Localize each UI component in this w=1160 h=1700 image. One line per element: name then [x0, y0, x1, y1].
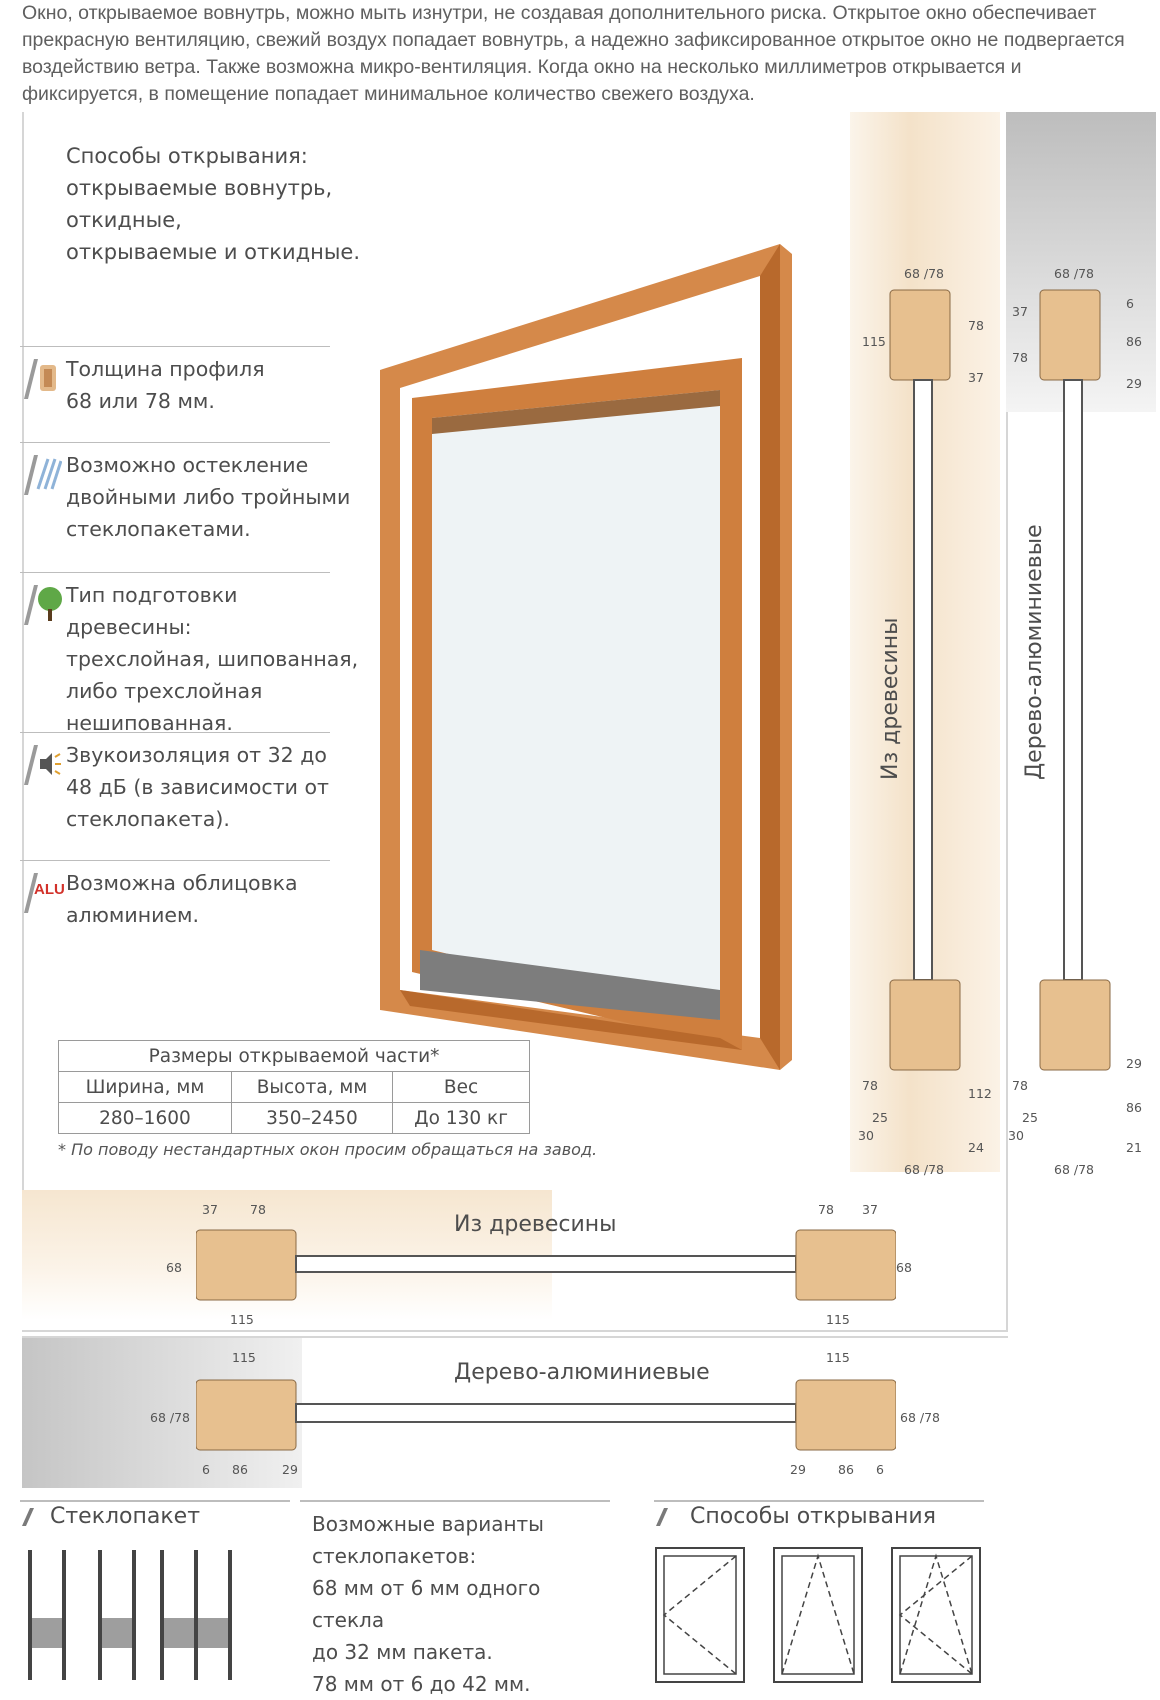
table-header-row: Ширина, мм Высота, мм Вес	[58, 1071, 530, 1103]
dim-label: 78	[1012, 350, 1028, 365]
dim-label: 25	[872, 1110, 888, 1125]
table-caption: Размеры открываемой части*	[58, 1040, 530, 1072]
table-row: 280–1600 350–2450 До 130 кг	[58, 1102, 530, 1134]
table-caption-row: Размеры открываемой части*	[58, 1040, 530, 1072]
feature-glazing: Возможно остекление двойными либо тройны…	[20, 442, 350, 553]
dim-label: 68 /78	[1054, 266, 1094, 281]
dim-label: 68 /78	[1054, 1162, 1094, 1177]
dim-label: 78	[818, 1202, 834, 1217]
glazing-heading: Стеклопакет	[50, 1504, 201, 1529]
divider-line	[22, 1336, 1008, 1338]
footnote: * По поводу нестандартных окон просим об…	[58, 1140, 598, 1159]
dim-label: 86	[232, 1462, 248, 1477]
dim-label: 86	[838, 1462, 854, 1477]
intro-paragraph: Окно, открываемое вовнутрь, можно мыть и…	[22, 2, 1125, 105]
opening-sizes-table: Размеры открываемой части* Ширина, мм Вы…	[58, 1040, 530, 1134]
dim-label: 29	[1126, 376, 1142, 391]
dim-label: 25	[1022, 1110, 1038, 1125]
dim-label: 68 /78	[904, 1162, 944, 1177]
dim-label: 115	[826, 1312, 850, 1327]
dim-label: 78	[862, 1078, 878, 1093]
dim-label: 68	[166, 1260, 182, 1275]
dim-label: 37	[1012, 304, 1028, 319]
feature-wood-type: Тип подготовки древесины: трехслойная, ш…	[20, 572, 358, 735]
horizontal-profile-wood-alu	[196, 1379, 896, 1451]
glazing-diagrams	[28, 1550, 232, 1680]
dim-label: 112	[968, 1086, 992, 1101]
frame-right-line	[1006, 112, 1008, 1332]
opening-methods-heading: Способы открывания	[690, 1504, 936, 1529]
dim-label: 6	[1126, 296, 1134, 311]
dim-label: 6	[202, 1462, 210, 1477]
table-header: Ширина, мм	[58, 1071, 232, 1103]
bottom-separator-mid	[300, 1500, 610, 1502]
opening-methods-text: Способы открывания: открываемые вовнутрь…	[66, 144, 361, 264]
alu-badge-icon	[24, 873, 38, 913]
dim-label: 68 /78	[904, 266, 944, 281]
dim-label: 78	[968, 318, 984, 333]
feature-sound-insulation: Звукоизоляция от 32 до 48 дБ (в зависимо…	[20, 732, 330, 843]
opening-methods-heading-icon	[656, 1508, 668, 1526]
dim-label: 29	[1126, 1056, 1142, 1071]
dim-label: 68 /78	[150, 1410, 190, 1425]
dim-label: 78	[250, 1202, 266, 1217]
dim-label: 115	[826, 1350, 850, 1365]
tree-icon	[24, 585, 62, 625]
label-wood-horizontal: Из древесины	[454, 1212, 617, 1237]
dim-label: 78	[1012, 1078, 1028, 1093]
glass-panes-icon	[24, 455, 62, 495]
speaker-icon	[24, 745, 61, 785]
table-cell: До 130 кг	[392, 1102, 530, 1134]
frame-left-line	[22, 112, 24, 1312]
dim-label: 21	[1126, 1140, 1142, 1155]
dim-label: 30	[1008, 1128, 1024, 1143]
horizontal-profile-wood	[196, 1229, 896, 1301]
dim-label: 68	[896, 1260, 912, 1275]
dim-label: 37	[968, 370, 984, 385]
table-cell: 280–1600	[58, 1102, 232, 1134]
hand-profile-icon	[24, 359, 56, 399]
dim-label: 6	[876, 1462, 884, 1477]
opening-methods-diagrams	[655, 1547, 981, 1683]
dim-label: 68 /78	[900, 1410, 940, 1425]
glazing-heading-icon	[22, 1508, 34, 1526]
feature-aluminium: ALU Возможна облицовка алюминием.	[20, 860, 330, 941]
dim-label: 24	[968, 1140, 984, 1155]
vertical-profile-wood	[889, 289, 961, 1071]
label-wood-vertical: Из древесины	[878, 617, 903, 780]
bottom-separator-right	[654, 1500, 984, 1502]
dim-label: 86	[1126, 1100, 1142, 1115]
glazing-variants-text: Возможные варианты стеклопакетов: 68 мм …	[312, 1512, 544, 1696]
dim-label: 29	[790, 1462, 806, 1477]
bottom-separator-left	[20, 1500, 290, 1502]
frame-bottom-line	[22, 1330, 1008, 1332]
dim-label: 29	[282, 1462, 298, 1477]
table-header: Высота, мм	[230, 1071, 394, 1103]
label-wood-alu-vertical: Дерево-алюминиевые	[1022, 524, 1047, 780]
dim-label: 37	[862, 1202, 878, 1217]
vertical-profile-wood-alu	[1039, 289, 1111, 1071]
table-cell: 350–2450	[230, 1102, 394, 1134]
dim-label: 115	[232, 1350, 256, 1365]
dim-label: 86	[1126, 334, 1142, 349]
alu-badge: ALU	[34, 881, 65, 898]
window-illustration	[380, 244, 792, 1070]
label-wood-alu-horizontal: Дерево-алюминиевые	[454, 1360, 710, 1385]
dim-label: 115	[230, 1312, 254, 1327]
feature-profile-thickness: Толщина профиля 68 или 78 мм.	[20, 346, 330, 427]
dim-label: 115	[862, 334, 886, 349]
dim-label: 37	[202, 1202, 218, 1217]
dim-label: 30	[858, 1128, 874, 1143]
table-header: Вес	[392, 1071, 530, 1103]
